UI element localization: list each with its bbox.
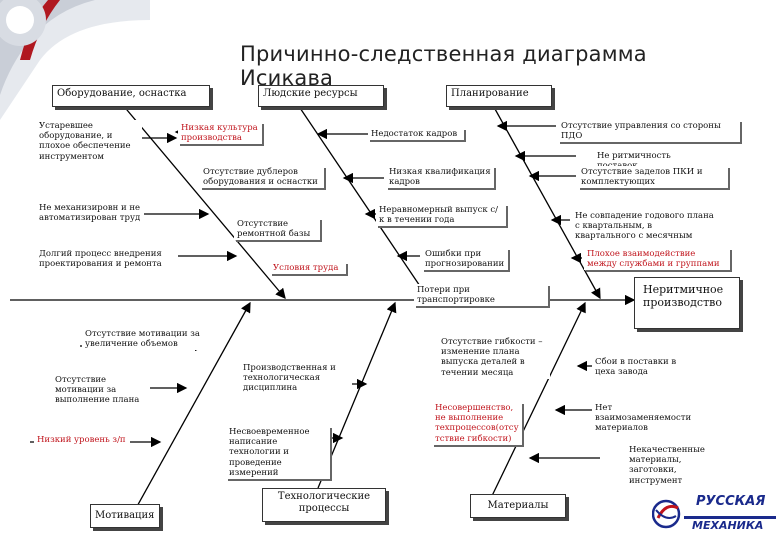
cause-low-culture: Низкая культура производства — [178, 122, 262, 145]
cause-low-wages: Низкий уровень з/п — [34, 434, 130, 447]
category-equipment: Оборудование, оснастка — [52, 85, 210, 107]
cause-uneven-output: Неравномерный выпуск с/к в течении года — [376, 204, 506, 227]
cause-forecast-errors: Ошибки при прогнозировании — [422, 248, 508, 271]
cause-no-mechanization: Не механизировн и не автоматизирован тру… — [36, 202, 144, 225]
company-logo: РУССКАЯ МЕХАНИКА — [652, 488, 778, 538]
logo-line1: РУССКАЯ — [696, 494, 766, 509]
cause-low-qualification: Низкая квалификация кадров — [386, 166, 494, 189]
page-title: Причинно-следственная диаграмма Исикава — [240, 42, 647, 90]
cause-discipline: Производственная и технологическая дисци… — [240, 362, 352, 395]
cause-imperfect-processes: Несовершенство, не выполнение техпроцесс… — [432, 402, 522, 445]
logo-emblem-icon — [652, 499, 776, 529]
logo-line2: МЕХАНИКА — [692, 519, 764, 532]
cause-staff-shortage: Недостаток кадров — [368, 128, 464, 141]
cause-poor-interaction: Плохое взаимодействие между службами и г… — [584, 248, 730, 271]
cause-no-repair-base: Отсутствие ремонтной базы — [234, 218, 320, 241]
cause-no-flexibility: Отсутствие гибкости – изменение плана вы… — [438, 336, 550, 379]
category-motivation: Мотивация — [90, 504, 160, 528]
cause-no-plan-motivation: Отсутствие мотивации за выполнение плана — [52, 374, 150, 407]
cause-bad-materials: Некачественные материалы, заготовки, инс… — [626, 444, 708, 487]
cause-plan-mismatch: Не совпадение годового плана с квартальн… — [572, 210, 718, 242]
cause-no-stock: Отсутствие заделов ПКИ и комплектующих — [578, 166, 728, 189]
cause-supply-failures: Сбои в поставки в цеха завода — [592, 356, 696, 379]
cause-no-backups: Отсутствие дублеров оборудования и оснас… — [200, 166, 324, 189]
cause-no-interchangeability: Нет взаимозаменяемости материалов — [592, 402, 712, 435]
category-planning: Планирование — [446, 85, 552, 107]
category-materials: Материалы — [470, 494, 566, 518]
cause-outdated-equipment: Устаревшее оборудование, и плохое обеспе… — [36, 120, 142, 163]
cause-no-volume-motivation: Отсутствие мотивации за увеличение объем… — [82, 328, 206, 351]
cause-no-pdo-control: Отсутствие управления со стороны ПДО — [558, 120, 740, 143]
category-people: Людские ресурсы — [258, 85, 384, 107]
effect-box: Неритмичное производство — [634, 277, 740, 329]
corner-decoration — [0, 0, 150, 120]
cause-late-technology: Несвоевременное написание технологии и п… — [226, 426, 330, 479]
category-tech: Технологические процессы — [262, 488, 386, 522]
cause-working-conditions: Условия труда — [270, 262, 346, 275]
cause-transport-losses: Потери при транспортировке — [414, 284, 548, 307]
cause-long-implementation: Долгий процесс внедрения проектирования … — [36, 248, 178, 271]
